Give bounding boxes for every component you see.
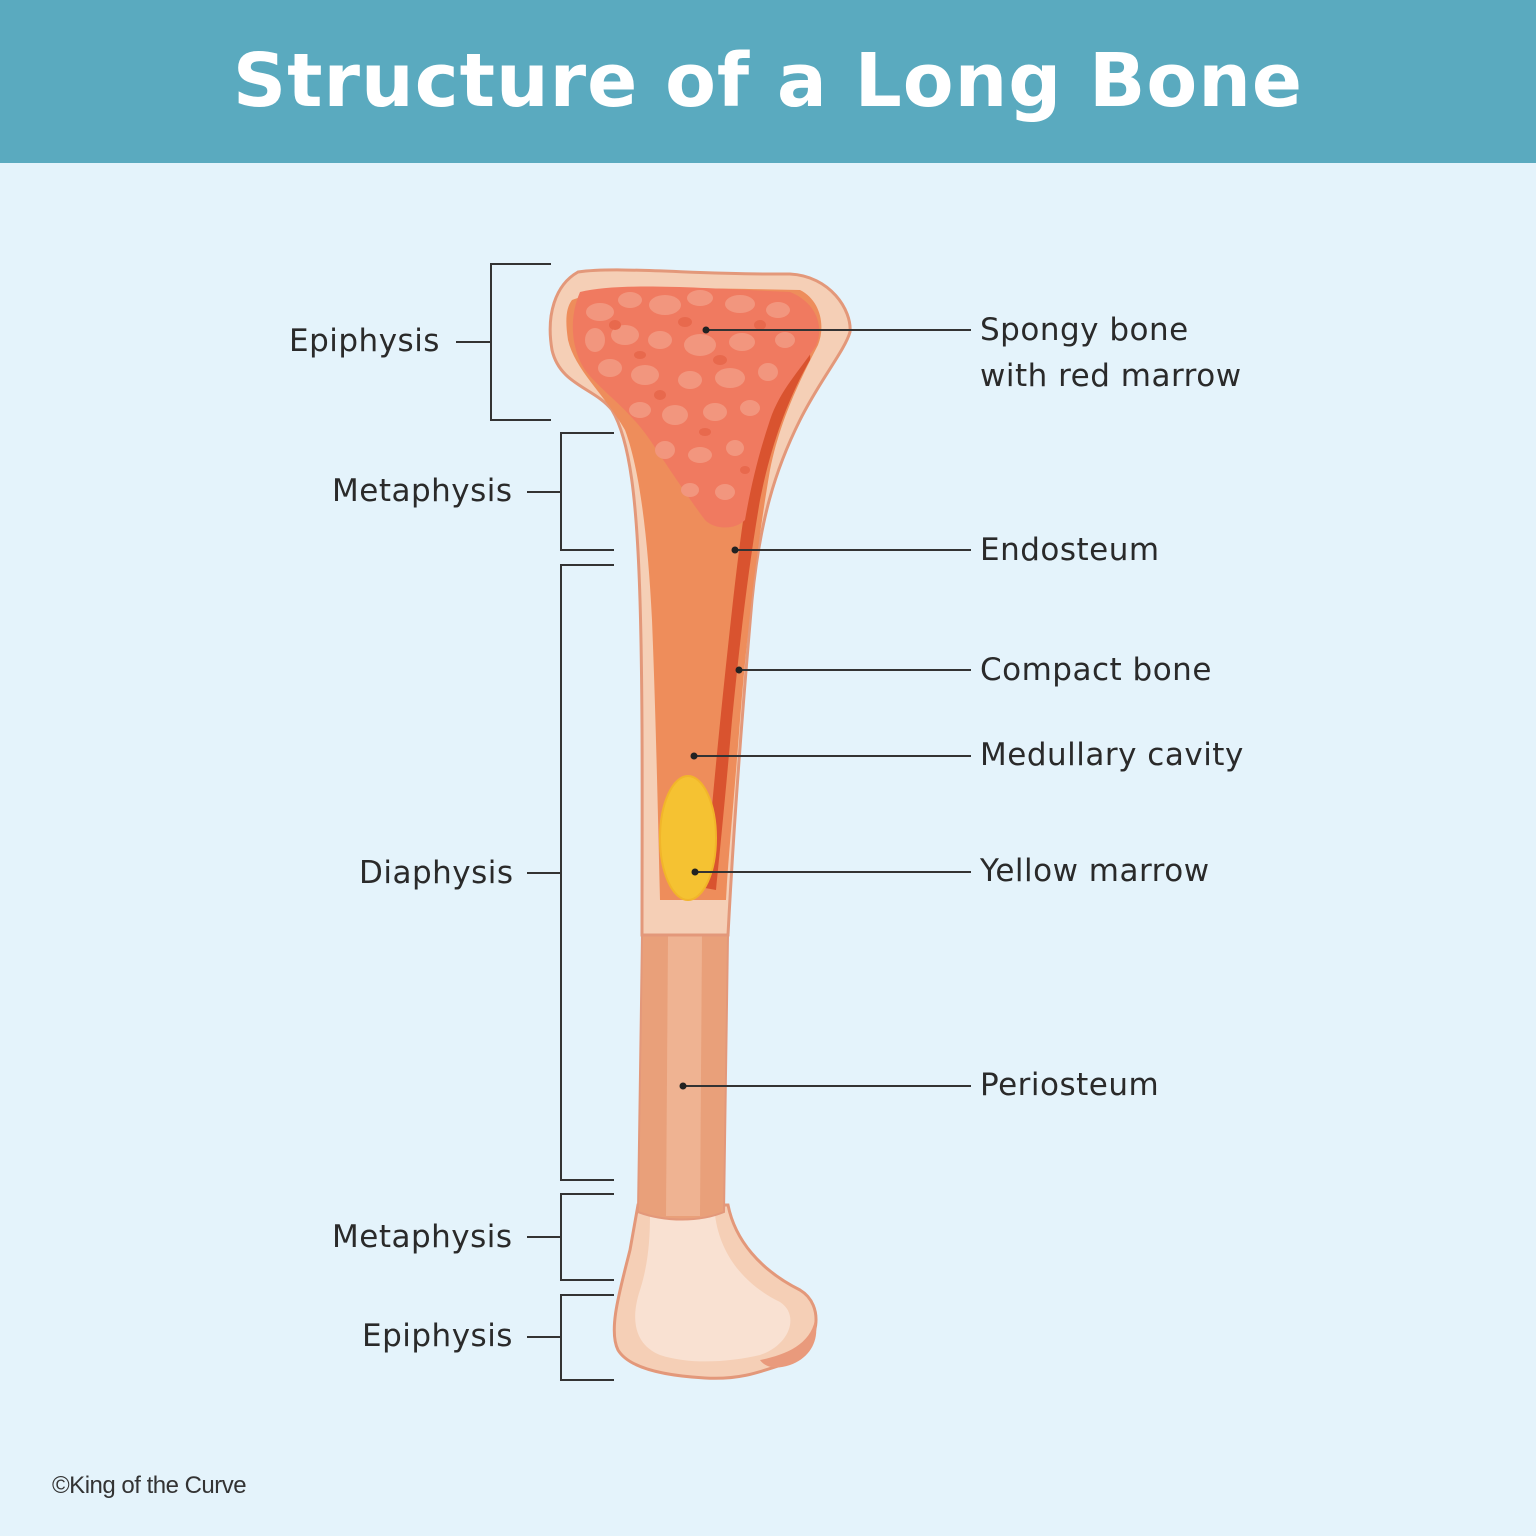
- label-spongy-line2: with red marrow: [980, 358, 1242, 394]
- label-diaphysis: Diaphysis: [359, 855, 514, 891]
- periosteum-highlight: [666, 935, 702, 1216]
- label-epiphysis-top: Epiphysis: [289, 323, 440, 359]
- dot-periosteum: [679, 1082, 687, 1090]
- dot-yellow: [691, 868, 699, 876]
- label-metaphysis-bottom: Metaphysis: [332, 1219, 513, 1255]
- spongy-bone-pores: [585, 290, 795, 500]
- bone-illustration: [548, 268, 852, 1380]
- label-yellow-marrow: Yellow marrow: [980, 853, 1210, 889]
- leader-dots: [679, 326, 743, 1090]
- label-metaphysis-top: Metaphysis: [332, 473, 513, 509]
- right-leaders: [683, 329, 971, 1087]
- bracket-epiphysis-bottom: [560, 1294, 614, 1381]
- left-brackets: [456, 263, 614, 1381]
- spongy-bone-dark-pores: [609, 317, 766, 474]
- lower-epiphysis-highlight: [635, 1215, 791, 1362]
- page-title: Structure of a Long Bone: [232, 37, 1304, 124]
- label-medullary-cavity: Medullary cavity: [980, 737, 1244, 773]
- label-periosteum: Periosteum: [980, 1067, 1160, 1103]
- bracket-diaphysis: [560, 564, 614, 1181]
- spongy-bone-region: [572, 286, 820, 528]
- copyright-text: ©King of the Curve: [52, 1472, 247, 1499]
- lower-epiphysis-shadow: [760, 1320, 817, 1368]
- dot-medullary: [690, 752, 698, 760]
- bracket-epiphysis-top: [490, 263, 551, 421]
- label-epiphysis-bottom: Epiphysis: [362, 1318, 513, 1354]
- yellow-marrow-shape: [659, 775, 717, 901]
- bracket-metaphysis-bottom: [560, 1193, 614, 1281]
- dot-compact: [735, 666, 743, 674]
- dot-spongy: [702, 326, 710, 334]
- label-spongy-line1: Spongy bone: [980, 312, 1189, 348]
- label-endosteum: Endosteum: [980, 532, 1160, 568]
- dot-endosteum: [731, 546, 739, 554]
- bracket-metaphysis-top: [560, 432, 614, 551]
- label-compact-bone: Compact bone: [980, 652, 1212, 688]
- header-bar: Structure of a Long Bone: [0, 0, 1536, 163]
